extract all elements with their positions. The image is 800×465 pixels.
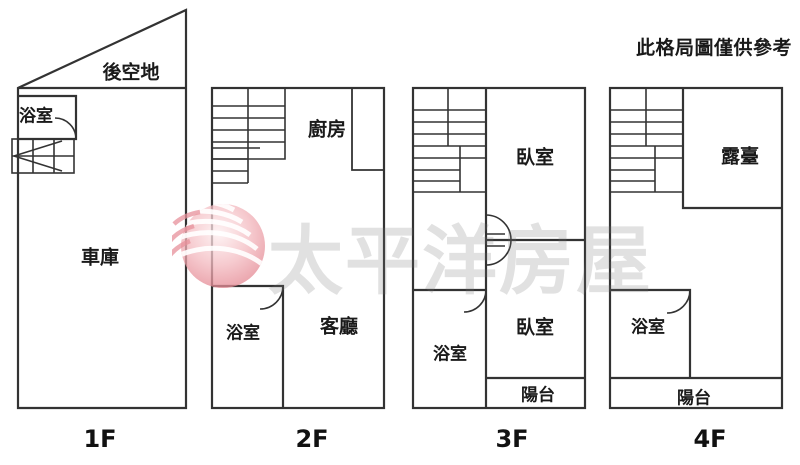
floor-3f-outline (411, 86, 587, 410)
disclaimer-note: 此格局圖僅供參考 (635, 37, 792, 59)
floor-4f-terrace-walls (681, 88, 782, 210)
room-label-rear-open-space: 後空地 (102, 61, 160, 84)
floor-1f-bathroom-door (54, 117, 77, 140)
room-label-3f-bedroom-upper: 臥室 (515, 146, 555, 169)
floor-4f-outline (608, 86, 784, 410)
room-label-3f-balcony: 陽台 (521, 385, 555, 406)
room-label-1f-bathroom: 浴室 (19, 106, 53, 127)
floor-2f-kitchen-alcove (351, 88, 384, 171)
floor-4f-staircase (610, 87, 684, 193)
floor-label-2f: 2F (295, 425, 329, 453)
floor-label-3f: 3F (495, 425, 529, 453)
room-label-living-room: 客廳 (319, 315, 359, 338)
floor-3f-staircase (413, 87, 487, 193)
room-label-2f-bathroom: 浴室 (226, 323, 260, 344)
floor-3f-double-door (485, 214, 512, 266)
floor-2f-bathroom-walls (212, 284, 285, 408)
floor-1f-staircase (11, 138, 75, 174)
room-label-garage: 車庫 (80, 246, 120, 269)
floor-1f-outline (16, 8, 188, 410)
floor-3f-bathroom-door (463, 289, 487, 313)
floor-label-1f: 1F (83, 425, 117, 453)
room-label-3f-bedroom-lower: 臥室 (515, 316, 555, 339)
room-label-4f-bathroom: 浴室 (631, 317, 665, 338)
room-label-terrace: 露臺 (720, 145, 760, 168)
floor-2f-staircase (212, 87, 286, 184)
room-label-4f-balcony: 陽台 (677, 388, 711, 409)
floor-2f-bathroom-door (259, 285, 284, 310)
room-label-3f-bathroom: 浴室 (433, 344, 467, 365)
floor-2f-outline (210, 86, 386, 410)
floor-label-4f: 4F (693, 425, 727, 453)
room-label-kitchen: 廚房 (307, 118, 347, 141)
floor-4f-bathroom-door (666, 289, 691, 314)
